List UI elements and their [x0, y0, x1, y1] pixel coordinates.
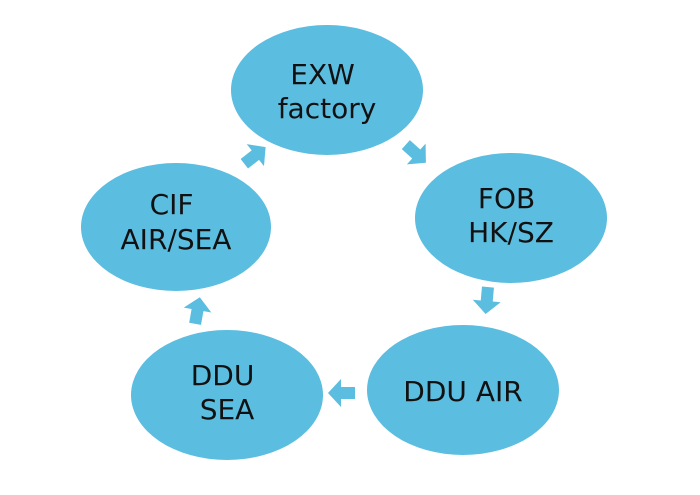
- arrow-cif-to-exw: [240, 144, 266, 169]
- node-fob-line-2: HK/SZ: [468, 216, 554, 249]
- node-cif-line-2: AIR/SEA: [121, 223, 232, 256]
- node-ddu-air-label: DDU AIR: [403, 375, 522, 408]
- node-ddu-air-line-1: DDU AIR: [403, 375, 522, 408]
- node-ddu-air: DDU AIR: [367, 325, 559, 455]
- arrow-exw-to-fob: [401, 140, 426, 165]
- node-fob: FOB HK/SZ: [415, 153, 607, 283]
- node-exw-label: EXW factory: [278, 58, 377, 125]
- node-fob-line-1: FOB: [478, 182, 535, 215]
- arrows: [183, 140, 501, 407]
- node-ddu-sea-line-1: DDU: [191, 359, 255, 392]
- node-fob-shape: [415, 153, 607, 283]
- node-exw-shape: [231, 25, 423, 155]
- node-exw-line-1: EXW: [290, 58, 355, 91]
- arrow-ddu-sea-to-cif: [183, 297, 212, 325]
- node-exw-line-2: factory: [278, 92, 377, 125]
- node-ddu-air-shape: [367, 325, 559, 455]
- node-cif-label: CIF AIR/SEA: [121, 188, 232, 256]
- node-exw: EXW factory: [231, 25, 423, 155]
- node-cif-shape: [81, 163, 271, 291]
- node-ddu-sea-label: DDU SEA: [191, 359, 264, 426]
- node-fob-label: FOB HK/SZ: [468, 182, 554, 249]
- node-ddu-sea-line-2: SEA: [200, 393, 255, 426]
- arrow-ddu-air-to-ddu-sea: [328, 379, 355, 407]
- node-ddu-sea: DDU SEA: [131, 330, 323, 460]
- arrow-fob-to-ddu-air: [472, 286, 501, 314]
- node-cif: CIF AIR/SEA: [81, 163, 271, 291]
- node-ddu-sea-shape: [131, 330, 323, 460]
- node-cif-line-1: CIF: [150, 188, 194, 221]
